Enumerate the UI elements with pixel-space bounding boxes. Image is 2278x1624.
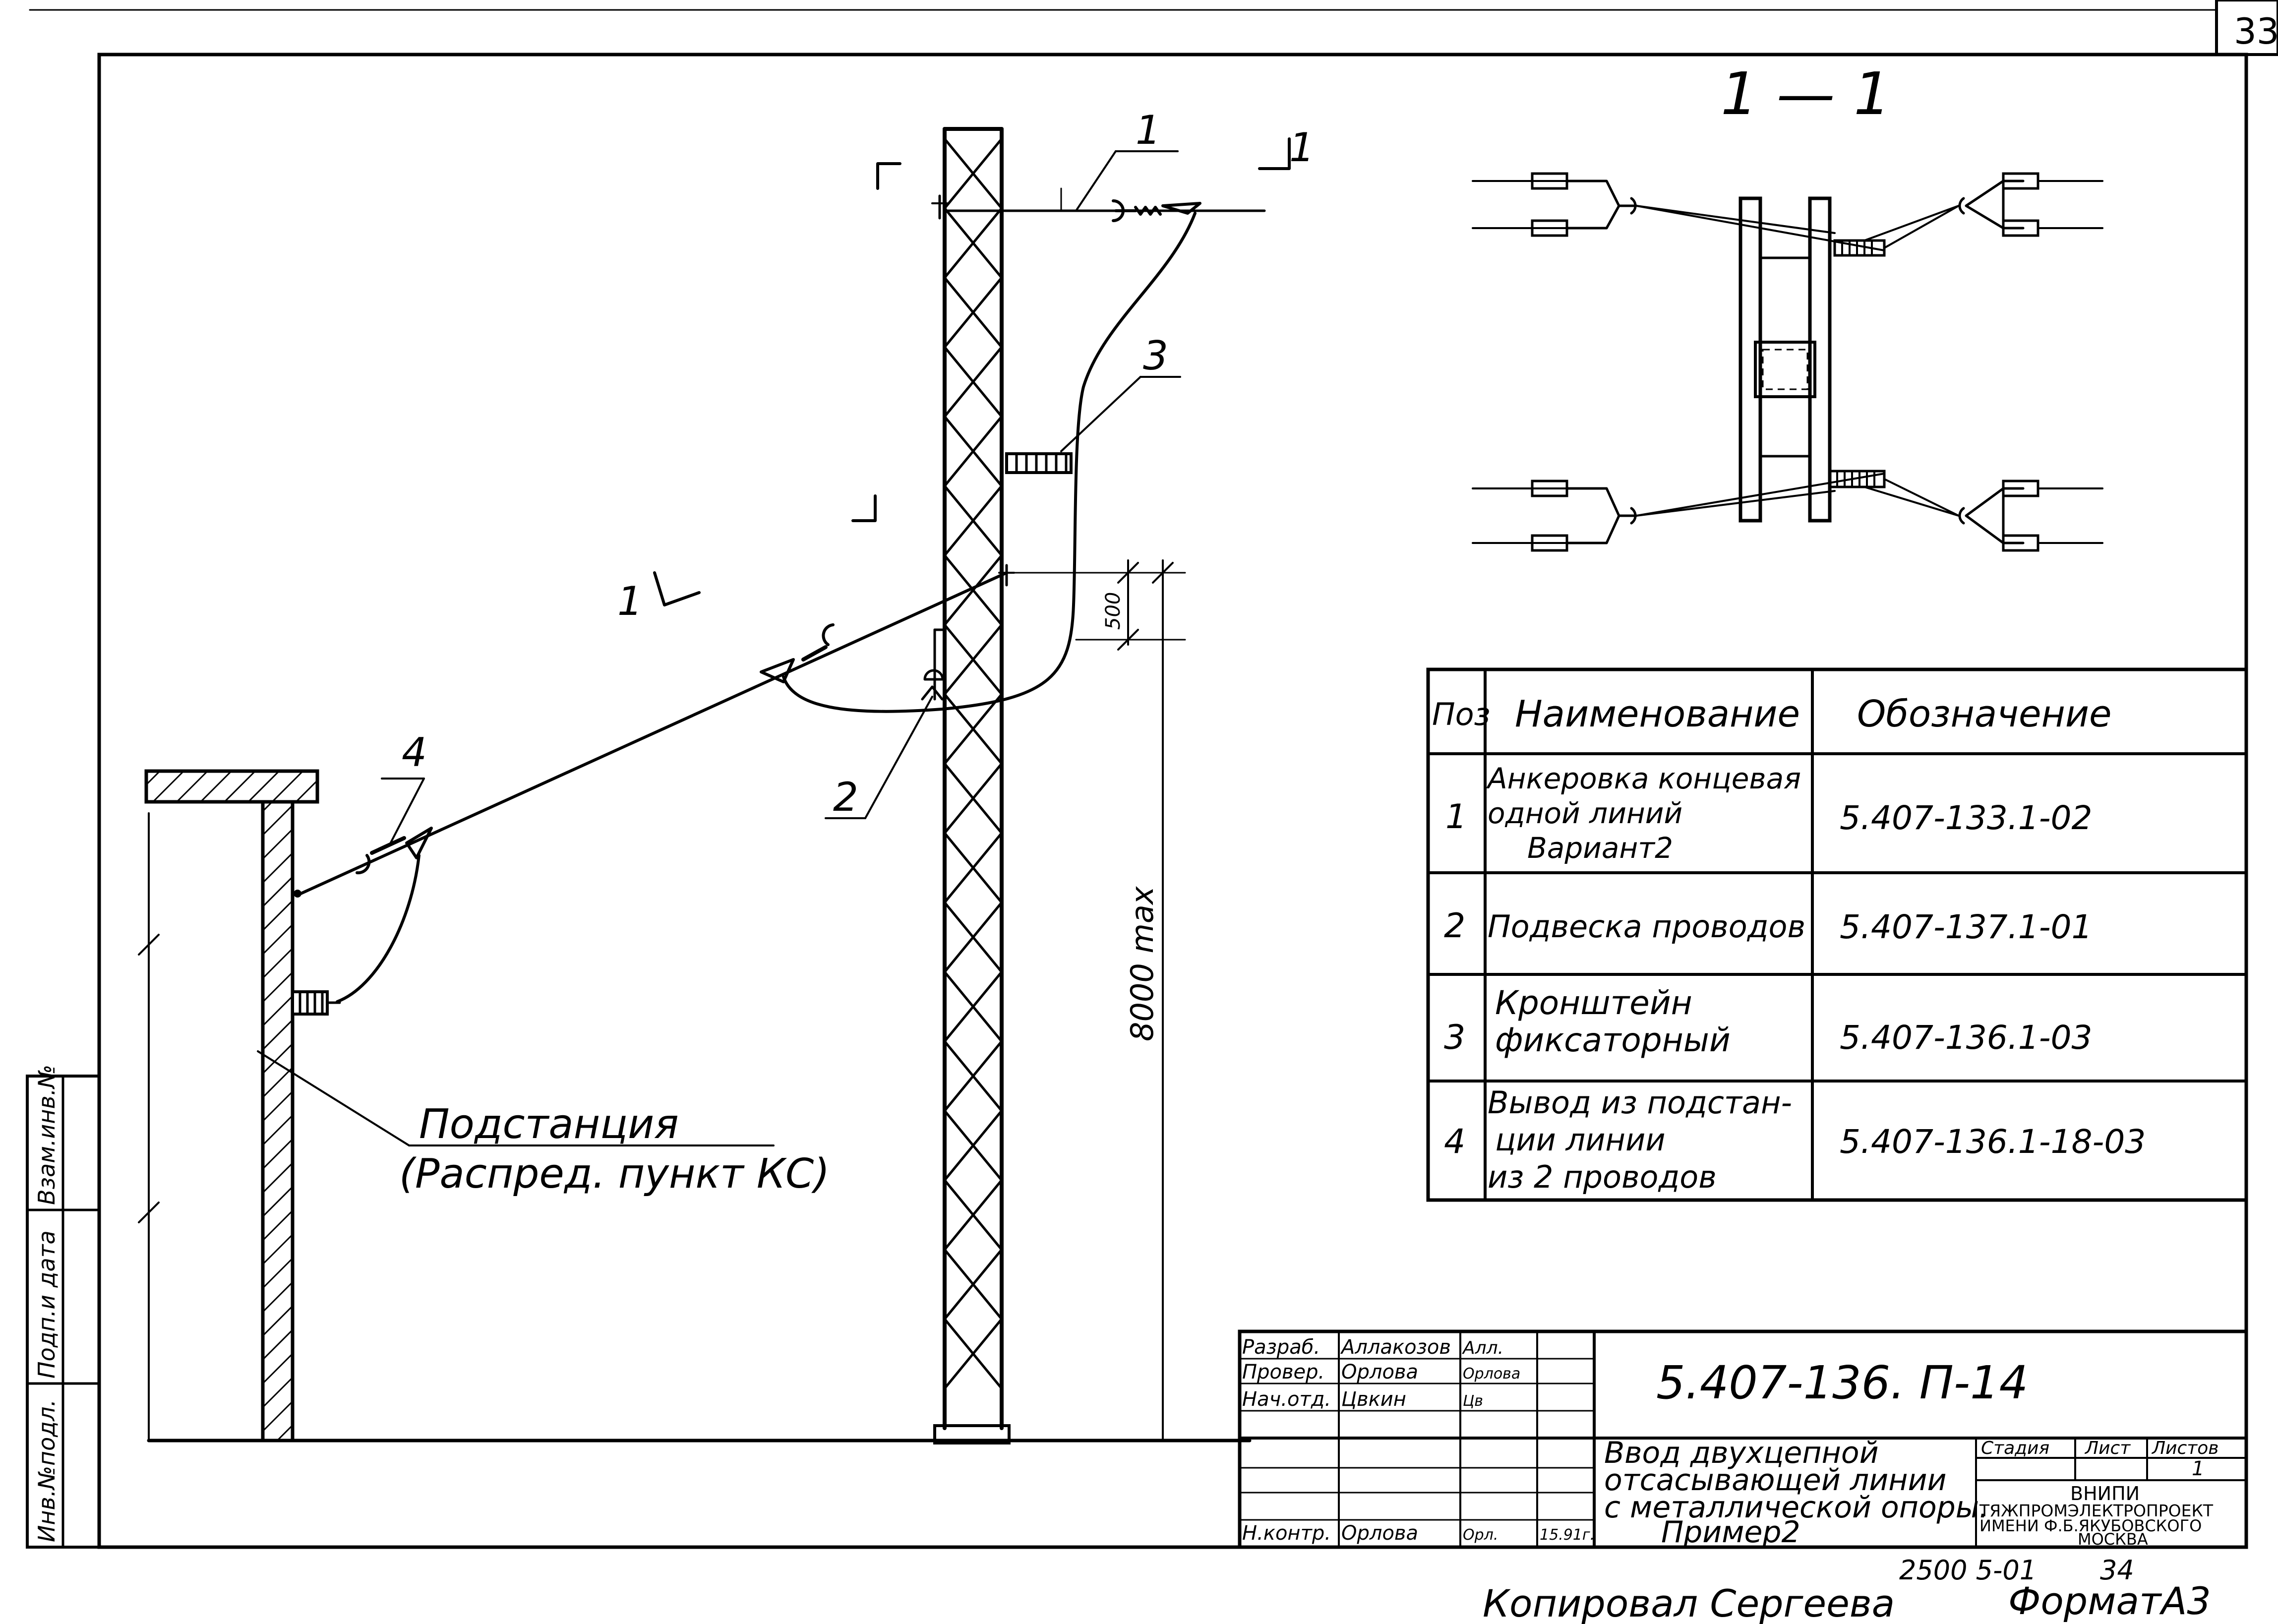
spec-row-name: Вывод из подстан- <box>1488 1084 1792 1121</box>
section-view: 1 — 1 <box>1472 60 2103 552</box>
role-n-kontr: Н.контр. <box>1242 1522 1331 1545</box>
spec-row-pos: 4 <box>1444 1122 1465 1161</box>
sheet-header: Лист <box>2084 1438 2131 1458</box>
spec-header-code: Обозначение <box>1857 693 2111 735</box>
archive-sheet: 34 <box>2100 1555 2134 1586</box>
cut-mark-left: 1 <box>617 578 643 624</box>
title-line: отсасывающей линии <box>1604 1463 1946 1498</box>
dimension-8000-max: 8000 max <box>1124 886 1160 1041</box>
document-code: 5.407-136. П-14 <box>1656 1356 2028 1409</box>
spec-row-name: ции линии <box>1495 1122 1666 1158</box>
spec-row-name: Анкеровка концевая <box>1486 762 1801 795</box>
org-line: ВНИПИ <box>2070 1483 2140 1504</box>
substation-roof <box>144 769 319 804</box>
name-prover: Орлова <box>1341 1361 1418 1383</box>
title-block: Разраб. Аллакозов Алл. Провер. Орлова Ор… <box>1238 1329 2248 1550</box>
stage-header: Стадия <box>1981 1438 2049 1458</box>
substation-label: Подстанция <box>419 1101 679 1148</box>
org-line: ИМЕНИ Ф.Б.ЯКУБОВСКОГО <box>1979 1516 2202 1535</box>
spec-row-name: Подвеска проводов <box>1488 908 1805 945</box>
stamp-vzam-inv: Взам.инв.№ <box>33 1065 60 1205</box>
name-n-kontr: Орлова <box>1341 1522 1418 1545</box>
page-number: 33 <box>2234 10 2278 52</box>
title-line: Ввод двухцепной <box>1604 1436 1879 1470</box>
spec-row-name: одной линий <box>1488 796 1682 830</box>
sign-n-kontr: Орл. <box>1463 1526 1498 1544</box>
date-n-kontr: 15.91г. <box>1540 1526 1595 1544</box>
spec-row-code: 5.407-136.1-03 <box>1840 1019 2093 1057</box>
elevation-view: 500 8000 max 1 1 1 3 2 4 Подстанция (Рас… <box>138 107 1315 1444</box>
stamp-inv-podl: Инв.№подл. <box>33 1399 60 1542</box>
org-line: ТЯЖПРОМЭЛЕКТРОПРОЕКТ <box>1979 1501 2214 1520</box>
substation-sublabel: (Распред. пункт КС) <box>399 1150 830 1198</box>
spec-row-pos: 3 <box>1444 1018 1465 1057</box>
spec-row-name: из 2 проводов <box>1488 1159 1717 1195</box>
spec-row-pos: 2 <box>1444 906 1465 946</box>
callout-2: 2 <box>833 774 858 820</box>
role-prover: Провер. <box>1242 1361 1324 1383</box>
stamp-podp-data: Подп.и дата <box>33 1230 60 1379</box>
callout-4: 4 <box>402 729 427 776</box>
title-line: Пример2 <box>1661 1515 1800 1550</box>
spec-row-name: фиксаторный <box>1495 1021 1731 1059</box>
format-a3: ФорматА3 <box>2008 1579 2211 1623</box>
role-razrab: Разраб. <box>1242 1336 1320 1359</box>
role-nach-otd: Нач.отд. <box>1242 1388 1331 1411</box>
org-line: МОСКВА <box>2078 1530 2148 1549</box>
sign-razrab: Алл. <box>1462 1338 1503 1358</box>
substation-wall <box>261 800 295 1443</box>
spec-row-code: 5.407-137.1-01 <box>1840 908 2093 946</box>
spec-row-pos: 1 <box>1445 797 1467 837</box>
section-title: 1 — 1 <box>1721 60 1891 128</box>
cut-mark-top: 1 <box>1289 124 1315 171</box>
spec-header-name: Наименование <box>1515 693 1800 735</box>
name-razrab: Аллакозов <box>1340 1336 1451 1359</box>
copied-by: Копировал Сергеева <box>1483 1581 1895 1624</box>
callout-1: 1 <box>1136 107 1161 153</box>
spec-row-code: 5.407-136.1-18-03 <box>1840 1123 2146 1161</box>
sheets-header: Листов <box>2151 1438 2218 1458</box>
spec-header-pos: Поз <box>1432 696 1491 732</box>
archive-number: 2500 5-01 <box>1899 1555 2037 1586</box>
lattice-tower <box>931 127 1015 1444</box>
sign-nach-otd: Цв <box>1463 1392 1483 1410</box>
title-line: с металлической опоры. <box>1604 1490 1988 1525</box>
dimension-500: 500 <box>1102 592 1125 630</box>
spec-row-name: Кронштейн <box>1495 984 1692 1022</box>
sign-prover: Орлова <box>1463 1365 1520 1383</box>
spec-row-name: Вариант2 <box>1527 831 1673 865</box>
side-stamp: Инв.№подл. Подп.и дата Взам.инв.№ <box>26 1065 101 1549</box>
spec-row-code: 5.407-133.1-02 <box>1840 799 2093 837</box>
name-nach-otd: Цвкин <box>1341 1388 1406 1411</box>
spec-table: Поз Наименование Обозначение 1 Анкеровка… <box>1426 667 2248 1202</box>
sheets-value: 1 <box>2192 1457 2204 1480</box>
callout-3: 3 <box>1143 333 1168 379</box>
